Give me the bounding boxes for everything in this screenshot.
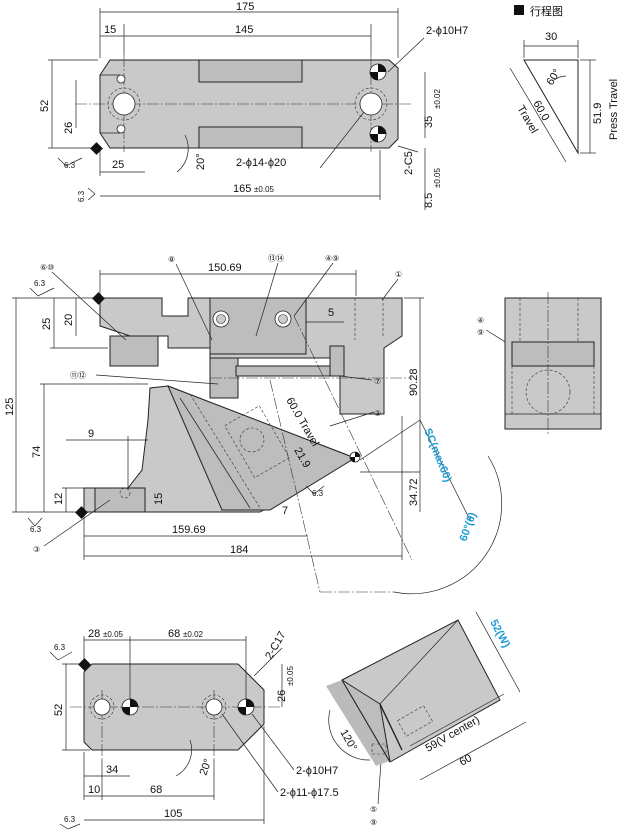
front-h-15: 15 <box>153 493 165 505</box>
balloon-11-12: ⑪⑫ <box>70 371 86 380</box>
bottom-rough-2: 6.3 <box>64 815 76 824</box>
datum-diamond-top-icon <box>90 142 103 155</box>
front-rough-1: 6.3 <box>34 279 46 288</box>
press-value: 51.9 <box>592 103 604 124</box>
top-left-offset: 15 <box>104 24 116 36</box>
front-w-15969: 159.69 <box>172 524 206 536</box>
legend-title: 行程图 <box>530 5 563 18</box>
bottom-holes-2: 2-ϕ11-ϕ17.5 <box>280 787 339 799</box>
press-label: Press Travel <box>608 79 620 140</box>
bottom-w-68b: 68 <box>150 784 162 796</box>
balloon-8: ⑧ <box>168 255 175 264</box>
balloons: ① ② ③ ⑦ ⑧ ⑥⑩ ⑬⑭ ④⑨ ⑪⑫ ④ ⑨ ⑤ ⑨ <box>33 254 513 827</box>
balloon-4-9: ④⑨ <box>325 254 339 263</box>
balloon-side-9: ⑨ <box>477 328 484 337</box>
iso-view: 52(W) 120° 59(V center) 60 <box>326 611 527 781</box>
top-chamfer: 2-C5 <box>403 151 415 175</box>
front-angle: 60°(θ) <box>458 511 480 544</box>
bottom-tol-68: ±0.02 <box>183 630 204 639</box>
stroke-width-label: 30 <box>545 31 557 43</box>
bottom-d-28: 28 <box>88 628 100 640</box>
iso-w: 52(W) <box>487 618 512 650</box>
front-h-25: 25 <box>41 318 53 330</box>
balloon-7: ⑦ <box>374 377 381 386</box>
side-view <box>504 292 602 436</box>
front-h-20: 20 <box>63 314 75 326</box>
front-h-9028: 90.28 <box>408 368 420 396</box>
front-h-12: 12 <box>53 493 65 505</box>
locate-mark-bottom-right-icon <box>237 698 255 716</box>
bottom-w-10: 10 <box>88 784 100 796</box>
legend-square-icon <box>514 5 524 15</box>
top-tol-85: ±0.05 <box>433 167 442 188</box>
top-rough-1: 6.3 <box>64 161 76 170</box>
front-sc: SC(max60) <box>421 427 454 485</box>
bottom-view: 28 ±0.05 68 ±0.02 2-C17 52 26 ±0.05 34 2… <box>49 628 339 829</box>
locate-mark-top-icon <box>369 63 387 81</box>
bottom-tol-26: ±0.05 <box>286 665 295 686</box>
front-w-15069: 150.69 <box>208 262 242 274</box>
top-inner: 26 <box>63 122 75 134</box>
top-hole-pitch: 145 <box>235 24 253 36</box>
front-h-74: 74 <box>31 446 43 458</box>
top-angle: 20° <box>195 153 207 170</box>
balloon-6-10: ⑥⑩ <box>40 263 54 272</box>
bottom-h-52: 52 <box>53 704 65 716</box>
front-rough-2: 6.3 <box>30 525 42 534</box>
top-height: 52 <box>39 100 51 112</box>
balloon-3: ③ <box>33 545 40 554</box>
top-right-35: 35 <box>423 116 435 128</box>
balloon-iso-5: ⑤ <box>370 805 377 814</box>
balloon-13-14: ⑬⑭ <box>268 254 284 263</box>
top-overall: 175 <box>236 1 254 13</box>
bottom-rough-1: 6.3 <box>54 643 66 652</box>
bottom-d-68: 68 <box>168 628 180 640</box>
bottom-h-26: 26 <box>276 690 288 702</box>
front-view: 150.69 125 25 20 5 90.28 74 9 12 15 60.0… <box>4 262 502 595</box>
balloon-1: ① <box>395 270 402 279</box>
datum-diamond-front-top-icon <box>92 292 105 305</box>
bottom-w-34: 34 <box>106 764 118 776</box>
top-holes-bottom: 2-ϕ14-ϕ20 <box>236 157 286 169</box>
top-tol-165: ±0.05 <box>254 185 275 194</box>
balloon-side-4: ④ <box>477 316 484 325</box>
top-holes-top: 2-ϕ10H7 <box>426 25 468 37</box>
bottom-angle: 20° <box>198 757 215 777</box>
top-total-165: 165 <box>233 183 251 195</box>
front-d-7: 7 <box>282 505 288 517</box>
locate-mark-bottom-icon <box>369 125 387 143</box>
front-rough-3: 6.3 <box>312 489 324 498</box>
top-view: 175 15 145 2-ϕ10H7 52 26 25 20° 2-ϕ14-ϕ2… <box>39 1 468 210</box>
balloon-2: ② <box>374 409 381 418</box>
front-w-9: 9 <box>88 428 94 440</box>
front-w-5: 5 <box>328 307 334 319</box>
bottom-w-105: 105 <box>164 808 182 820</box>
locate-mark-bottom-left-icon <box>121 698 139 716</box>
bottom-tol-28: ±0.05 <box>103 630 124 639</box>
front-h-125: 125 <box>4 398 16 416</box>
iso-len: 60 <box>458 752 475 769</box>
front-h-3472: 34.72 <box>408 478 420 506</box>
top-rough-2: 6.3 <box>77 190 86 202</box>
stroke-diagram: 30 51.9 Press Travel 60° 60.0 Travel <box>509 31 620 163</box>
top-tol-35: ±0.02 <box>433 88 442 109</box>
bottom-holes-1: 2-ϕ10H7 <box>296 765 338 777</box>
cam-center-mark-icon <box>349 451 361 463</box>
top-right-85: 8.5 <box>423 193 435 208</box>
balloon-iso-9: ⑨ <box>370 818 377 827</box>
bottom-chamfer: 2-C17 <box>263 630 288 662</box>
front-w-184: 184 <box>230 544 248 556</box>
top-left-25: 25 <box>112 159 124 171</box>
